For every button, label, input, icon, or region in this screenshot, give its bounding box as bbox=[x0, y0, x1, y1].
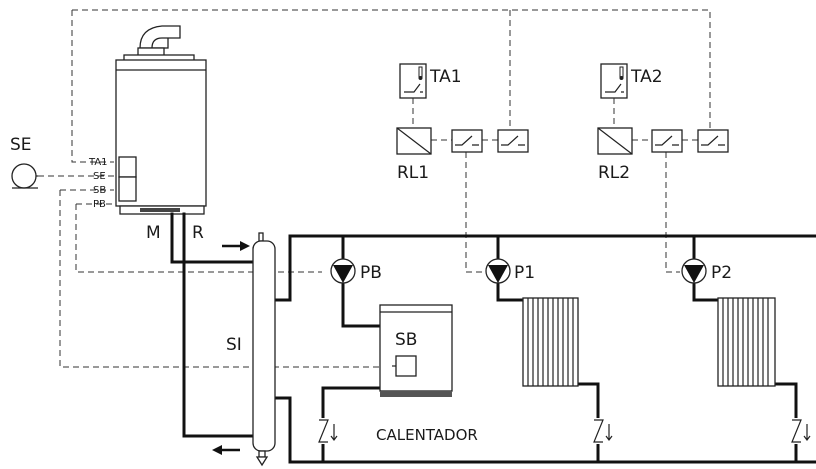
water-heater: SB CALENTADOR bbox=[376, 304, 478, 444]
p2-label: P2 bbox=[711, 263, 732, 283]
outdoor-sensor: SE bbox=[10, 135, 38, 189]
terminal-pb: PB bbox=[93, 199, 106, 210]
terminal-sb: SB bbox=[93, 185, 106, 196]
radiator-2 bbox=[717, 297, 776, 387]
calentador-label: CALENTADOR bbox=[376, 426, 478, 444]
pump-p1: P1 bbox=[485, 258, 535, 284]
room-thermostat-1: TA1 bbox=[399, 63, 462, 99]
terminal-ta1: TA1 bbox=[88, 157, 108, 168]
boiler: TA1 SE SB PB bbox=[88, 25, 207, 215]
si-label: SI bbox=[226, 335, 242, 355]
rl2-label: RL2 bbox=[598, 163, 630, 183]
boiler-terminal-block: TA1 SE SB PB bbox=[88, 157, 108, 210]
relay-1: RL1 bbox=[396, 127, 529, 183]
se-label: SE bbox=[10, 135, 32, 155]
relay-2: RL2 bbox=[597, 127, 729, 183]
pump-pb: PB bbox=[330, 258, 382, 284]
sb-label: SB bbox=[395, 330, 417, 350]
check-valve-p2 bbox=[790, 418, 811, 444]
rl1-label: RL1 bbox=[397, 163, 429, 183]
pb-label: PB bbox=[360, 263, 382, 283]
ta1-label: TA1 bbox=[429, 67, 462, 87]
hydraulic-separator: SI bbox=[226, 232, 276, 467]
pump-p2: P2 bbox=[681, 258, 732, 284]
terminal-se: SE bbox=[93, 171, 106, 182]
check-valve-calentador bbox=[317, 418, 338, 444]
radiator-1 bbox=[522, 297, 579, 387]
m-label: M bbox=[146, 223, 161, 243]
ta2-label: TA2 bbox=[630, 67, 663, 87]
control-wiring bbox=[38, 9, 711, 368]
check-valve-p1 bbox=[592, 418, 613, 444]
flow-arrows bbox=[212, 241, 250, 455]
room-thermostat-2: TA2 bbox=[600, 63, 663, 99]
r-label: R bbox=[192, 223, 204, 243]
p1-label: P1 bbox=[514, 263, 535, 283]
